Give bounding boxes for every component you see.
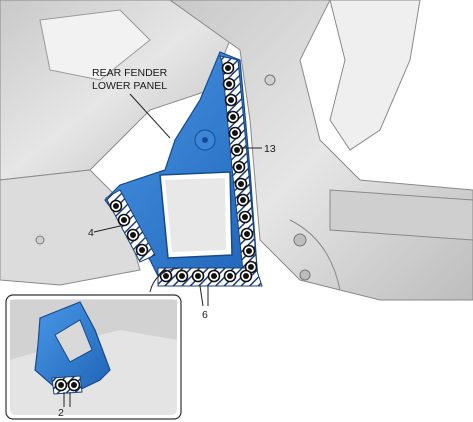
weld-spot <box>130 232 136 238</box>
part-name-label-line1: REAR FENDER <box>92 67 168 79</box>
weld-spot <box>240 197 246 203</box>
weld-spot <box>71 382 77 388</box>
weld-spot <box>232 130 238 136</box>
rear-fender-lower-panel <box>104 51 259 283</box>
weld-spot <box>121 217 127 223</box>
weld-spot <box>246 248 252 254</box>
weld-count-6-label: 6 <box>202 309 208 321</box>
weld-spot <box>139 247 145 253</box>
weld-spot <box>243 273 249 279</box>
leader-lines <box>93 93 262 307</box>
weld-spots-left <box>109 199 149 257</box>
weld-spot <box>248 264 254 270</box>
weld-spot <box>230 114 236 120</box>
weld-spot <box>227 273 233 279</box>
weld-spots-right <box>221 61 258 274</box>
weld-spots-bottom <box>159 269 253 283</box>
detail-inset: 2 <box>5 267 182 420</box>
weld-spot <box>225 65 231 71</box>
weld-spot <box>195 273 201 279</box>
weld-spot <box>244 231 250 237</box>
weld-spot <box>238 181 244 187</box>
weld-count-2-label: 2 <box>58 407 64 419</box>
weld-spot <box>228 97 234 103</box>
weld-spot <box>242 214 248 220</box>
weld-spot <box>211 273 217 279</box>
weld-spot <box>226 81 232 87</box>
weld-spot <box>58 382 64 388</box>
vehicle-body <box>0 0 473 301</box>
part-name-label-line2: LOWER PANEL <box>92 80 167 92</box>
weld-count-4-label: 4 <box>88 227 94 239</box>
weld-spot <box>236 164 242 170</box>
weld-spot <box>234 147 240 153</box>
weld-spot <box>179 273 185 279</box>
weld-count-13-label: 13 <box>264 143 276 155</box>
weld-spot <box>113 203 119 209</box>
weld-spot <box>163 273 169 279</box>
